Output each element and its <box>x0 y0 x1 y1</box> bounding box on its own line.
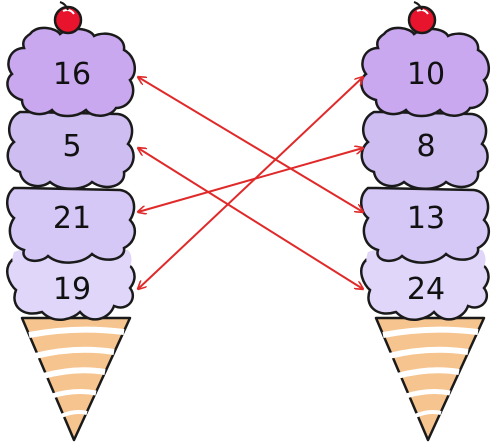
left-ice-cream-cone: 19 21 5 16 <box>6 1 137 442</box>
cherry <box>53 1 83 35</box>
scoop-value: 13 <box>407 201 445 236</box>
left-cone <box>20 316 132 442</box>
scoop-value: 8 <box>416 129 435 164</box>
scoop: 16 <box>6 26 137 118</box>
scoop-value: 19 <box>53 272 91 307</box>
right-cone <box>374 316 486 442</box>
right-ice-cream-cone: 24 13 8 10 <box>360 1 491 442</box>
scoop: 10 <box>360 26 491 118</box>
scoop-value: 10 <box>407 57 445 92</box>
connection-arrow <box>138 77 363 289</box>
scoop: 21 <box>6 186 137 264</box>
connection-arrow <box>138 77 363 212</box>
scoop-value: 24 <box>407 272 445 307</box>
connection-arrow <box>138 148 363 212</box>
cherry <box>407 1 437 35</box>
connection-arrows <box>138 77 363 289</box>
scoop-value: 16 <box>53 57 91 92</box>
scoop: 8 <box>360 110 489 190</box>
scoop-value: 21 <box>53 201 91 236</box>
connection-arrow <box>138 148 363 289</box>
scoop: 5 <box>6 110 135 190</box>
scoop-value: 5 <box>62 129 81 164</box>
scoop: 13 <box>360 186 491 264</box>
